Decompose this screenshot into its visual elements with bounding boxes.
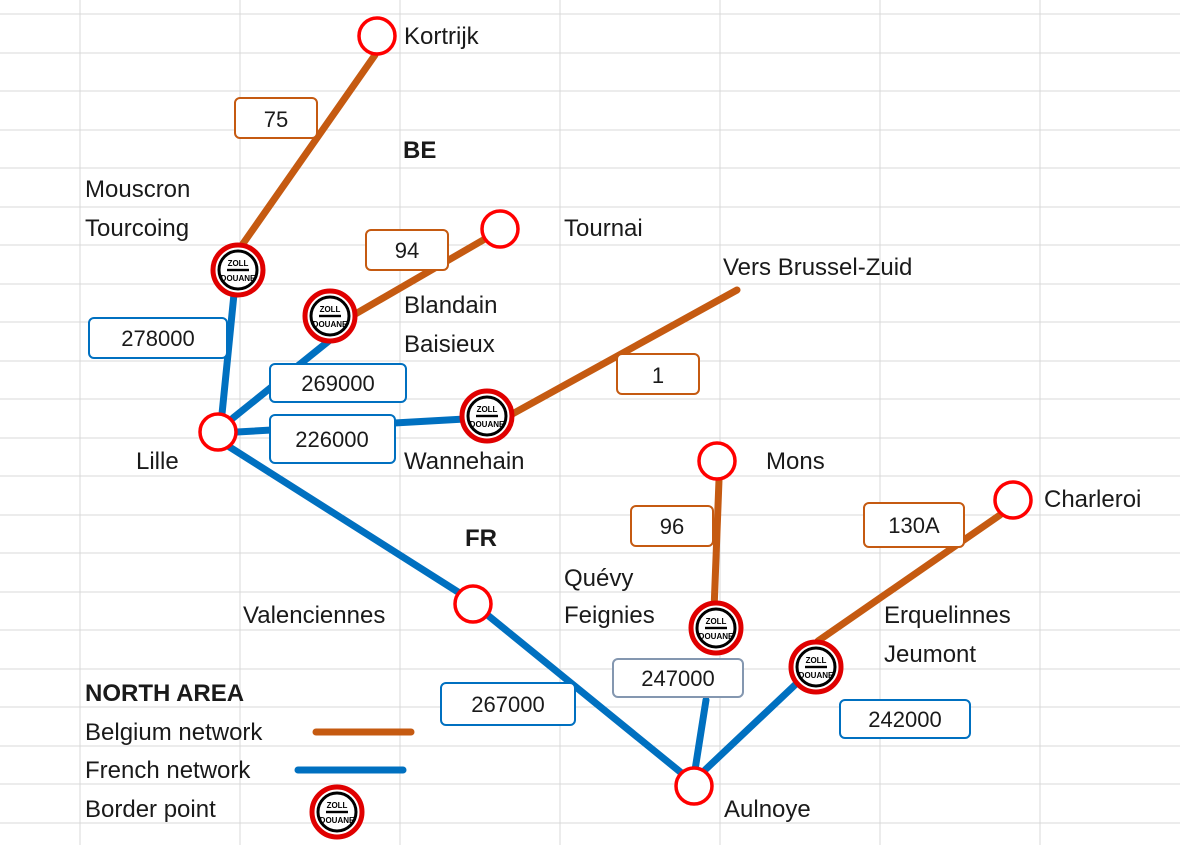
station-label-mons: Mons	[766, 448, 825, 475]
french-line-247000	[691, 696, 710, 774]
station-label-erquelinnes: Erquelinnes	[884, 602, 1011, 629]
legend-french-label: French network	[85, 757, 251, 784]
station-label-blandain: Blandain	[404, 292, 497, 319]
border-sign-top: ZOLL	[327, 801, 348, 810]
border-sign-bottom: DOUANE	[313, 320, 348, 329]
station-label-tourcoing: Tourcoing	[85, 215, 189, 242]
french-line-lille-valenciennes	[224, 442, 462, 596]
station-aulnoye	[674, 766, 714, 806]
line-code-box-75	[234, 97, 318, 139]
station-label-feignies: Feignies	[564, 602, 655, 629]
region-label-be: BE	[403, 137, 436, 164]
legend-border-sign: ZOLL DOUANE	[312, 787, 362, 837]
line-code-226000: 226000	[295, 427, 368, 452]
region-label-fr: FR	[465, 525, 497, 552]
station-label-brussel: Vers Brussel-Zuid	[723, 254, 912, 281]
line-code-75: 75	[264, 107, 288, 132]
station-label-quevy: Quévy	[564, 565, 633, 592]
border-sign-top: ZOLL	[228, 259, 249, 268]
line-code-box-130a	[863, 502, 965, 548]
french-line-242000	[701, 680, 800, 774]
line-code-box-1	[616, 353, 700, 395]
belgium-line-94	[341, 228, 501, 324]
border-sign-top: ZOLL	[477, 405, 498, 414]
border-sign-bottom: DOUANE	[320, 816, 355, 825]
border-sign-top: ZOLL	[706, 617, 727, 626]
line-code-box-226000	[269, 414, 396, 464]
legend-title: NORTH AREA	[85, 680, 244, 707]
line-code-box-269000	[269, 363, 407, 403]
border-sign-bottom: DOUANE	[799, 671, 834, 680]
belgium-line-75	[236, 51, 379, 252]
line-code-96: 96	[660, 514, 684, 539]
border-point-blandain-baisieux: ZOLL DOUANE	[305, 291, 355, 341]
station-label-aulnoye: Aulnoye	[724, 796, 811, 823]
station-valenciennes	[453, 584, 493, 624]
french-line-278000	[218, 290, 238, 418]
station-label-tournai: Tournai	[564, 215, 643, 242]
line-code-1: 1	[652, 363, 664, 388]
line-code-269000: 269000	[301, 371, 374, 396]
legend-border-label: Border point	[85, 796, 216, 823]
station-label-baisieux: Baisieux	[404, 331, 495, 358]
station-label-kortrijk: Kortrijk	[404, 23, 480, 50]
station-lille	[198, 412, 238, 452]
border-sign-top: ZOLL	[320, 305, 341, 314]
line-code-267000: 267000	[471, 692, 544, 717]
line-code-247000: 247000	[641, 666, 714, 691]
line-code-242000: 242000	[868, 707, 941, 732]
border-point-wannehain: ZOLL DOUANE	[462, 391, 512, 441]
station-charleroi	[993, 480, 1033, 520]
french-line-267000	[481, 609, 688, 779]
line-code-box-242000	[839, 699, 971, 739]
line-code-130a: 130A	[888, 513, 940, 538]
belgium-line-130a	[814, 511, 1004, 645]
station-label-jeumont: Jeumont	[884, 641, 976, 668]
border-point-quevy-feignies: ZOLL DOUANE	[691, 603, 741, 653]
station-mons	[697, 441, 737, 481]
line-code-box-94	[365, 229, 449, 271]
station-label-lille: Lille	[136, 448, 179, 475]
station-label-charleroi: Charleroi	[1044, 486, 1141, 513]
legend: NORTH AREA Belgium network French networ…	[85, 680, 263, 823]
border-sign-bottom: DOUANE	[470, 420, 505, 429]
border-point-erquelinnes-jeumont: ZOLL DOUANE	[791, 642, 841, 692]
line-code-box-278000	[88, 317, 228, 359]
border-sign-bottom: DOUANE	[699, 632, 734, 641]
line-code-box-267000	[440, 682, 576, 726]
station-label-valenciennes: Valenciennes	[243, 602, 385, 629]
border-sign-bottom: DOUANE	[221, 274, 256, 283]
station-label-mouscron: Mouscron	[85, 176, 190, 203]
line-code-94: 94	[395, 238, 419, 263]
line-code-278000: 278000	[121, 326, 194, 351]
line-code-box-96	[630, 505, 714, 547]
station-kortrijk	[357, 16, 397, 56]
station-label-wannehain: Wannehain	[404, 448, 525, 475]
border-sign-top: ZOLL	[806, 656, 827, 665]
belgium-line-96	[710, 476, 723, 614]
line-code-box-247000	[612, 658, 744, 698]
legend-belgium-label: Belgium network	[85, 719, 263, 746]
border-point-mouscron-tourcoing: ZOLL DOUANE	[213, 245, 263, 295]
station-tournai	[480, 209, 520, 249]
